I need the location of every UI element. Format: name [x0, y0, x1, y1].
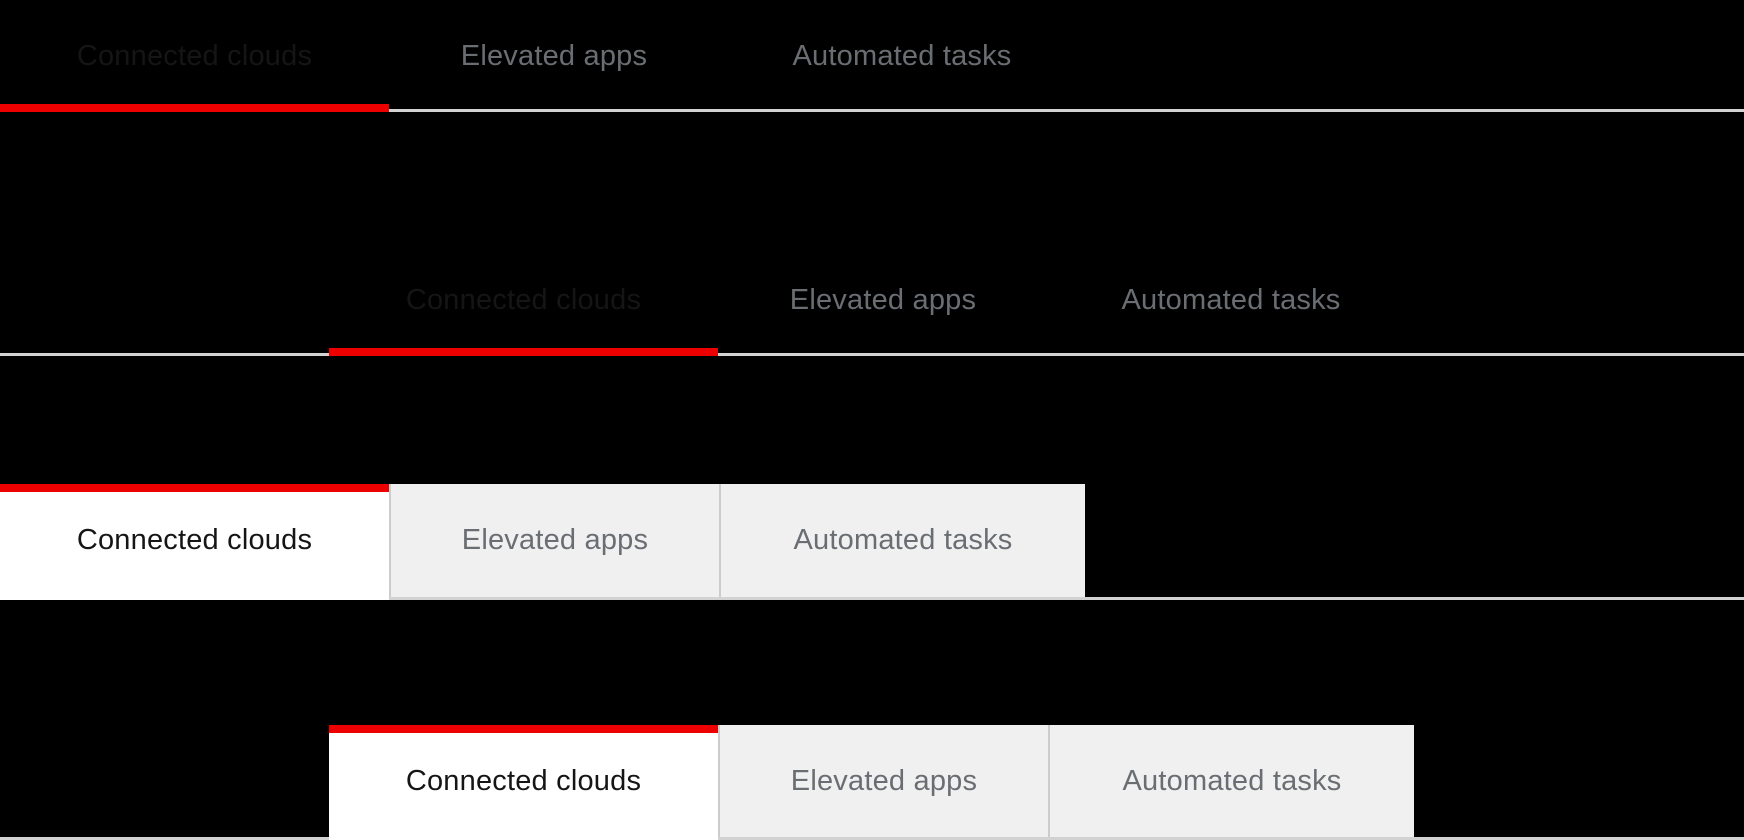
tab-label: Connected clouds	[405, 283, 642, 316]
active-tab-indicator	[0, 484, 389, 492]
tab-label: Automated tasks	[793, 524, 1013, 556]
tab-label: Elevated apps	[789, 283, 977, 316]
tab-label: Connected clouds	[76, 524, 313, 556]
active-tab-indicator	[0, 104, 389, 112]
tab-list: Connected clouds Elevated apps Automated…	[329, 725, 1744, 840]
tab-elevated-apps[interactable]: Elevated apps	[389, 484, 719, 597]
tab-automated-tasks[interactable]: Automated tasks	[1048, 244, 1414, 356]
tab-label: Automated tasks	[1122, 764, 1342, 797]
tab-list: Connected clouds Elevated apps Automated…	[329, 244, 1744, 356]
tab-label: Automated tasks	[792, 39, 1012, 72]
tab-connected-clouds[interactable]: Connected clouds	[329, 725, 718, 840]
tab-strip-bottom-divider	[0, 353, 1744, 356]
tab-label: Elevated apps	[460, 39, 648, 72]
tab-elevated-apps[interactable]: Elevated apps	[718, 725, 1048, 837]
tab-label: Elevated apps	[461, 524, 649, 556]
tab-label: Automated tasks	[1121, 283, 1341, 316]
tab-automated-tasks[interactable]: Automated tasks	[719, 484, 1085, 597]
active-tab-indicator	[329, 348, 718, 356]
tab-connected-clouds[interactable]: Connected clouds	[0, 484, 389, 600]
tab-elevated-apps[interactable]: Elevated apps	[718, 244, 1048, 356]
tab-strip-bottom-divider	[0, 109, 1744, 112]
tab-strip-box-left: Connected clouds Elevated apps Automated…	[0, 484, 1744, 600]
tab-strip-underline-inset: Connected clouds Elevated apps Automated…	[0, 244, 1744, 356]
tab-list: Connected clouds Elevated apps Automated…	[0, 484, 1744, 600]
tab-automated-tasks[interactable]: Automated tasks	[719, 0, 1085, 112]
tab-connected-clouds[interactable]: Connected clouds	[0, 0, 389, 112]
tab-label: Elevated apps	[790, 764, 978, 797]
tab-connected-clouds[interactable]: Connected clouds	[329, 244, 718, 356]
tab-list: Connected clouds Elevated apps Automated…	[0, 0, 1744, 112]
tab-strip-underline-left: Connected clouds Elevated apps Automated…	[0, 0, 1744, 112]
tab-elevated-apps[interactable]: Elevated apps	[389, 0, 719, 112]
tab-strip-bottom-divider	[0, 837, 1744, 840]
tab-label: Connected clouds	[76, 39, 313, 72]
tab-automated-tasks[interactable]: Automated tasks	[1048, 725, 1414, 837]
tab-label: Connected clouds	[405, 764, 642, 797]
tab-strip-box-inset: Connected clouds Elevated apps Automated…	[0, 725, 1744, 840]
active-tab-indicator	[329, 725, 718, 733]
tab-strip-bottom-divider	[0, 597, 1744, 600]
